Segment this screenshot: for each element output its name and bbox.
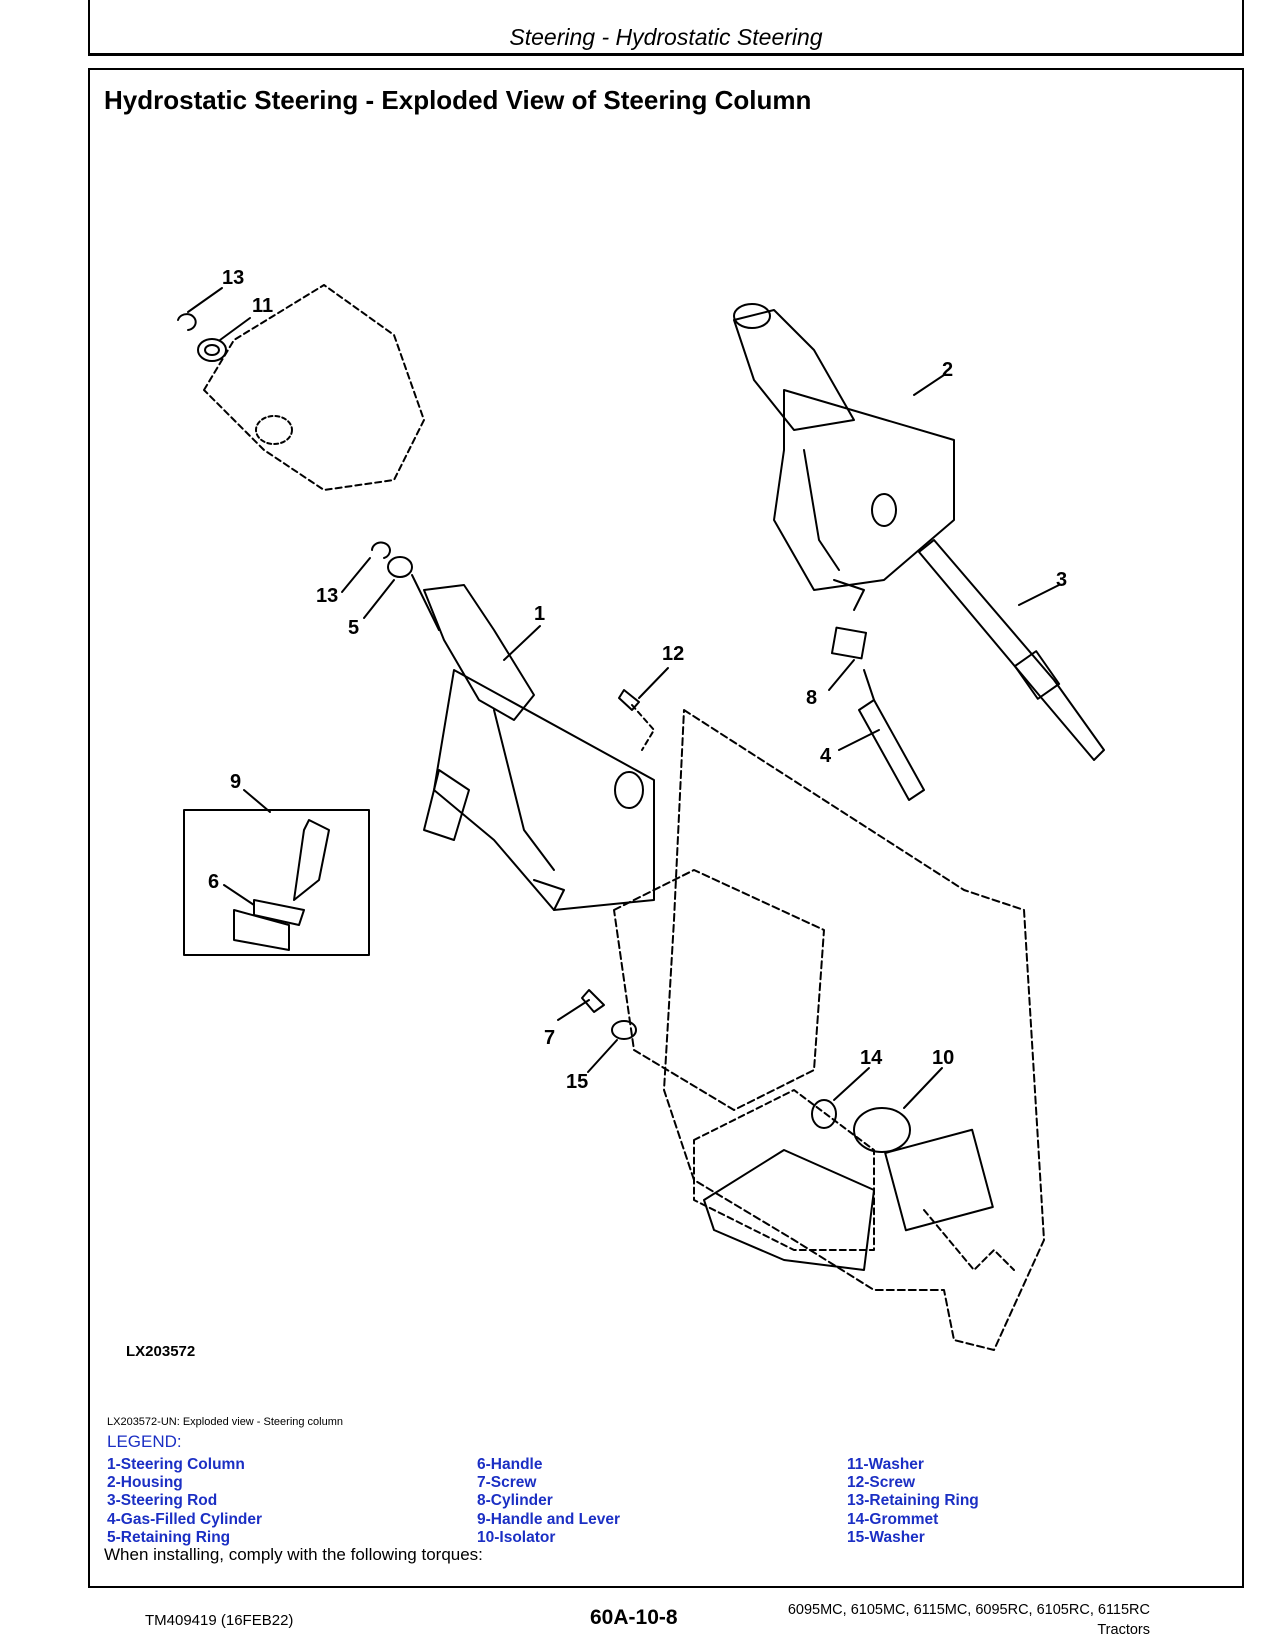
- footer-models: 6095MC, 6105MC, 6115MC, 6095RC, 6105RC, …: [788, 1600, 1150, 1640]
- legend-item: 10-Isolator: [477, 1529, 556, 1546]
- figure-caption: LX203572-UN: Exploded view - Steering co…: [107, 1416, 344, 1428]
- callout-2: 2: [942, 359, 953, 381]
- figure-id: LX203572: [126, 1343, 196, 1360]
- section-header: Steering - Hydrostatic Steering: [88, 0, 1244, 56]
- section-title: Steering - Hydrostatic Steering: [509, 24, 823, 50]
- legend-item: 7-Screw: [477, 1474, 537, 1491]
- callout-13-top: 13: [222, 267, 244, 289]
- mounting-plate: [613, 869, 825, 1111]
- legend-item: 5-Retaining Ring: [107, 1529, 231, 1546]
- legend-item: 2-Housing: [107, 1474, 183, 1491]
- washer-11-part: [197, 338, 227, 362]
- screw-7-part: [581, 989, 605, 1013]
- callout-9: 9: [230, 771, 241, 793]
- washer-15-part: [611, 1020, 637, 1040]
- ring-13-top-part: [177, 313, 197, 331]
- screw-12-part: [618, 689, 640, 711]
- legend-item: 13-Retaining Ring: [847, 1492, 979, 1509]
- cover-panel: [203, 284, 425, 491]
- grommet-part: [811, 1099, 837, 1129]
- page-heading: Hydrostatic Steering - Exploded View of …: [104, 85, 812, 115]
- footer-doc-id: TM409419 (16FEB22): [145, 1612, 294, 1629]
- isolator-part: [853, 1107, 911, 1153]
- handle-part: [233, 909, 290, 951]
- torque-note: When installing, comply with the followi…: [104, 1545, 483, 1564]
- callout-1: 1: [534, 603, 545, 625]
- callout-14: 14: [860, 1047, 883, 1069]
- footer-page-number: 60A-10-8: [590, 1606, 678, 1629]
- steering-rod-part: [918, 539, 1105, 761]
- callout-12: 12: [662, 643, 684, 665]
- cylinder-8-part: [830, 626, 868, 660]
- ring-5-part: [387, 556, 413, 578]
- legend-list: 1-Steering Column 2-Housing 3-Steering R…: [107, 1456, 1227, 1550]
- handle-inset-frame: [183, 809, 370, 956]
- callout-8: 8: [806, 687, 817, 709]
- legend-item: 15-Washer: [847, 1529, 925, 1546]
- callout-6: 6: [208, 871, 219, 893]
- steering-column-part: [423, 584, 535, 721]
- callout-7: 7: [544, 1027, 555, 1049]
- legend-item: 1-Steering Column: [107, 1456, 245, 1473]
- legend-item: 9-Handle and Lever: [477, 1511, 620, 1528]
- callout-3: 3: [1056, 569, 1067, 591]
- footer-product: Tractors: [1097, 1622, 1150, 1638]
- legend-item: 6-Handle: [477, 1456, 543, 1473]
- gas-cylinder-part: [858, 699, 925, 801]
- exploded-view-drawing: 13 11 13 5 1 12 2 3 8 4 9 6 7 15 14 10: [177, 267, 1105, 1351]
- dash-panel: [663, 709, 1045, 1351]
- callout-4: 4: [820, 745, 832, 767]
- legend-title: LEGEND:: [107, 1432, 182, 1451]
- callout-10: 10: [932, 1047, 954, 1069]
- housing-part: [733, 309, 855, 431]
- legend-item: 4-Gas-Filled Cylinder: [107, 1511, 263, 1528]
- callout-5: 5: [348, 617, 359, 639]
- legend-item: 11-Washer: [847, 1456, 924, 1473]
- callout-11: 11: [252, 295, 273, 317]
- footer-model-list: 6095MC, 6105MC, 6115MC, 6095RC, 6105RC, …: [787, 1602, 1150, 1618]
- exploded-view-figure: 13 11 13 5 1 12 2 3 8 4 9 6 7 15 14 10: [94, 190, 1240, 1420]
- content-frame: Hydrostatic Steering - Exploded View of …: [88, 68, 1244, 1588]
- cover-hole: [255, 415, 293, 445]
- legend-item: 8-Cylinder: [477, 1492, 553, 1509]
- ring-13-mid-part: [371, 541, 391, 559]
- legend-item: 14-Grommet: [847, 1511, 939, 1528]
- legend-item: 3-Steering Rod: [107, 1492, 218, 1509]
- legend-item: 12-Screw: [847, 1474, 916, 1491]
- callout-15: 15: [566, 1071, 588, 1093]
- callout-13-mid: 13: [316, 585, 338, 607]
